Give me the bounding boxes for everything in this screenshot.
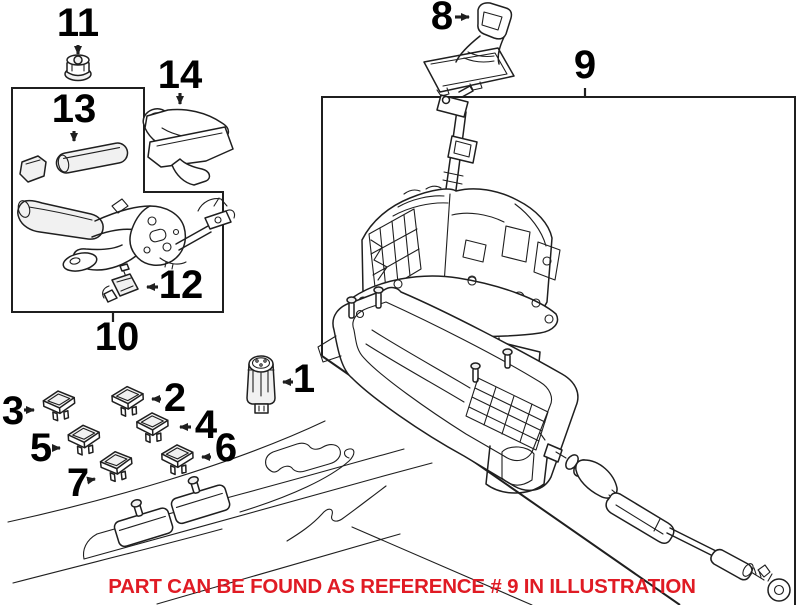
callout-13-label: 13	[51, 87, 97, 131]
part-clip-7	[98, 449, 135, 484]
console-floor-art	[7, 420, 533, 605]
part-boot-14	[142, 107, 234, 186]
callout-1-label: 1	[292, 357, 316, 401]
console-mount-b	[170, 476, 231, 525]
part-grip-13	[19, 142, 129, 183]
part-shifter-assembly	[317, 85, 579, 494]
callout-5-label: 5	[29, 426, 53, 470]
part-solenoid-1	[246, 355, 276, 414]
callout-6-label: 6	[214, 426, 238, 470]
callout-9-label: 9	[573, 43, 597, 87]
part-shift-cable	[539, 432, 791, 602]
group-box-10	[11, 87, 224, 313]
part-clip-6	[160, 443, 195, 476]
callout-8-label: 8	[430, 0, 454, 38]
reference-note: PART CAN BE FOUND AS REFERENCE # 9 IN IL…	[108, 575, 696, 598]
callout-2-label: 2	[163, 376, 187, 420]
part-clip-5	[66, 423, 102, 457]
callout-14-label: 14	[157, 53, 203, 97]
callout-12-label: 12	[158, 263, 204, 307]
part-switch-12	[102, 263, 139, 303]
part-knob-boot-8	[423, 2, 515, 97]
callout-10-label: 10	[94, 315, 140, 359]
pan-studs	[346, 286, 513, 383]
callout-7-arrow	[86, 476, 96, 485]
part-nut-11	[64, 54, 92, 82]
part-handbrake-lever	[17, 197, 236, 272]
part-clip-2	[110, 385, 145, 418]
callout-4-label: 4	[194, 403, 218, 447]
callout-7-label: 7	[66, 461, 90, 505]
callout-11-label: 11	[56, 1, 100, 45]
callout-arrows	[24, 13, 587, 485]
callout-3-label: 3	[1, 389, 25, 433]
part-clip-3	[41, 388, 77, 423]
console-mount-a	[113, 499, 174, 548]
